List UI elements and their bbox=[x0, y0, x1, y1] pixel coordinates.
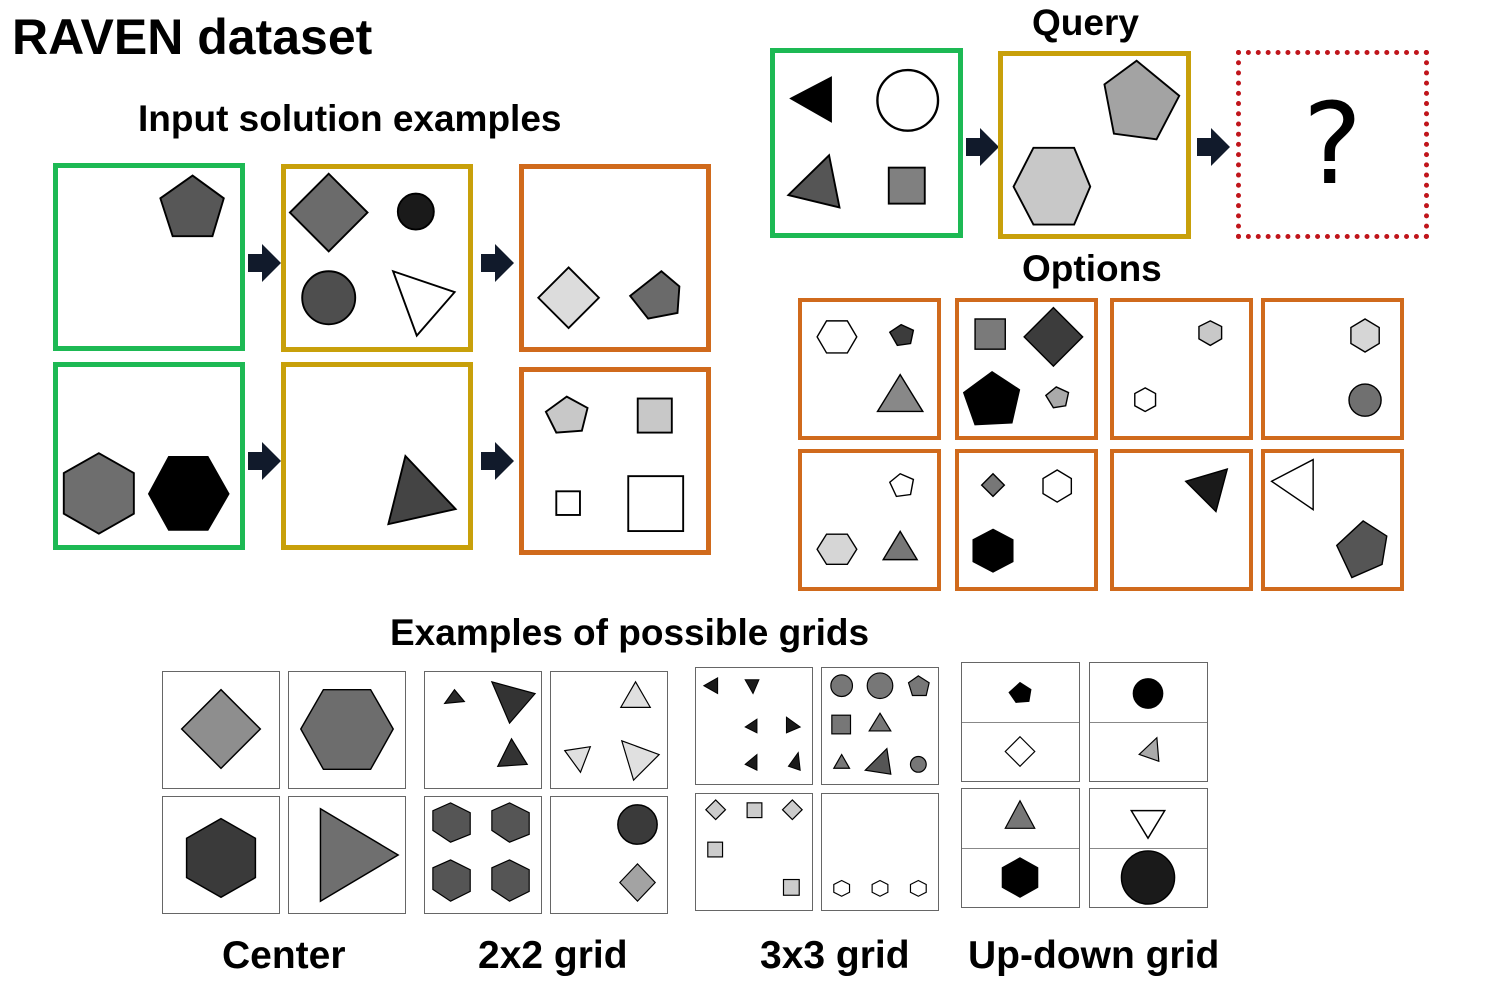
grid-2x2-label: 2x2 grid bbox=[478, 934, 628, 977]
example1-answer-panel bbox=[519, 164, 711, 352]
grid-3x3-example-2 bbox=[821, 667, 939, 785]
arrow-right-icon bbox=[248, 442, 281, 480]
example2-panel1 bbox=[53, 362, 245, 550]
updown-grid-label: Up-down grid bbox=[968, 934, 1220, 977]
grid-2x2-example-4 bbox=[550, 796, 668, 914]
updown-grid-example-2 bbox=[1089, 662, 1208, 782]
example1-panel1-shapes bbox=[159, 174, 225, 238]
option-2-shapes bbox=[962, 306, 1084, 426]
grid-2x2-example-3 bbox=[424, 796, 542, 914]
option-6[interactable] bbox=[955, 449, 1098, 591]
updown-grid-example-3-shapes bbox=[1001, 799, 1039, 898]
option-3-shapes bbox=[1134, 320, 1223, 413]
query-panel2-shapes bbox=[1012, 59, 1181, 226]
example2-panel2-shapes bbox=[387, 454, 458, 526]
updown-grid-example-1 bbox=[961, 662, 1080, 782]
updown-grid-example-1-shapes bbox=[1004, 681, 1036, 768]
arrow-right-icon bbox=[481, 244, 514, 282]
grid-3x3-example-4-shapes bbox=[833, 879, 927, 897]
question-mark-icon: ? bbox=[1302, 79, 1363, 210]
page-title: RAVEN dataset bbox=[12, 9, 373, 65]
query-panel2 bbox=[998, 51, 1191, 239]
example1-panel1 bbox=[53, 163, 245, 351]
example1-panel2-shapes bbox=[288, 172, 457, 338]
example2-panel1-shapes bbox=[62, 452, 230, 535]
center-grid-example-4-shape bbox=[319, 807, 400, 903]
updown-divider bbox=[1090, 722, 1207, 723]
center-grid-example-2-shape bbox=[299, 688, 395, 771]
example2-answer-shapes bbox=[544, 395, 685, 533]
option-6-shapes bbox=[972, 469, 1073, 573]
center-grid-label: Center bbox=[222, 934, 346, 977]
updown-grid-example-4-shapes bbox=[1120, 809, 1176, 905]
updown-grid-example-4 bbox=[1089, 788, 1208, 908]
option-8[interactable] bbox=[1261, 449, 1404, 591]
grids-heading: Examples of possible grids bbox=[390, 612, 870, 653]
grid-3x3-example-2-shapes bbox=[830, 672, 930, 775]
options-heading: Options bbox=[1022, 248, 1162, 289]
option-7-shapes bbox=[1184, 468, 1229, 513]
grid-3x3-example-1-shapes bbox=[702, 676, 802, 772]
query-panel1 bbox=[770, 48, 963, 238]
option-5-shapes bbox=[816, 472, 919, 566]
example1-panel2 bbox=[281, 164, 473, 352]
grid-3x3-example-1 bbox=[695, 667, 813, 785]
grid-3x3-example-3-shapes bbox=[704, 799, 804, 896]
updown-divider bbox=[962, 848, 1079, 849]
query-panel1-shapes bbox=[786, 68, 940, 209]
option-4[interactable] bbox=[1261, 298, 1404, 440]
center-grid-example-1-shape bbox=[180, 688, 262, 770]
query-heading: Query bbox=[1032, 2, 1139, 43]
arrow-right-icon bbox=[966, 128, 999, 166]
example2-answer-panel bbox=[519, 367, 711, 555]
example1-answer-shapes bbox=[536, 266, 681, 330]
grid-3x3-example-3 bbox=[695, 793, 813, 911]
grid-2x2-example-1 bbox=[424, 671, 542, 789]
center-grid-example-3-shape bbox=[185, 817, 257, 899]
option-4-shapes bbox=[1348, 318, 1382, 417]
grid-2x2-example-3-shapes bbox=[432, 802, 530, 902]
arrow-right-icon bbox=[481, 442, 514, 480]
option-3[interactable] bbox=[1110, 298, 1253, 440]
center-grid-example-1 bbox=[162, 671, 280, 789]
grid-3x3-label: 3x3 grid bbox=[760, 934, 910, 977]
option-2[interactable] bbox=[955, 298, 1098, 440]
center-grid-example-3 bbox=[162, 796, 280, 914]
updown-grid-example-3 bbox=[961, 788, 1080, 908]
grid-2x2-example-2-shapes bbox=[563, 680, 661, 782]
grid-2x2-example-1-shapes bbox=[443, 680, 537, 768]
grid-2x2-example-4-shapes bbox=[617, 804, 658, 903]
option-1-shapes bbox=[816, 320, 925, 413]
option-1[interactable] bbox=[798, 298, 941, 440]
example2-panel2 bbox=[281, 362, 473, 550]
center-grid-example-2 bbox=[288, 671, 406, 789]
updown-divider bbox=[1090, 848, 1207, 849]
updown-divider bbox=[962, 722, 1079, 723]
option-5[interactable] bbox=[798, 449, 941, 591]
grid-2x2-example-2 bbox=[550, 671, 668, 789]
arrow-right-icon bbox=[1197, 128, 1230, 166]
center-grid-example-4 bbox=[288, 796, 406, 914]
option-7[interactable] bbox=[1110, 449, 1253, 591]
option-8-shapes bbox=[1270, 458, 1388, 579]
updown-grid-example-2-shapes bbox=[1132, 678, 1164, 763]
grid-3x3-example-4 bbox=[821, 793, 939, 911]
input-examples-heading: Input solution examples bbox=[138, 98, 562, 139]
arrow-right-icon bbox=[248, 244, 281, 282]
query-unknown-panel: ? bbox=[1236, 50, 1429, 239]
